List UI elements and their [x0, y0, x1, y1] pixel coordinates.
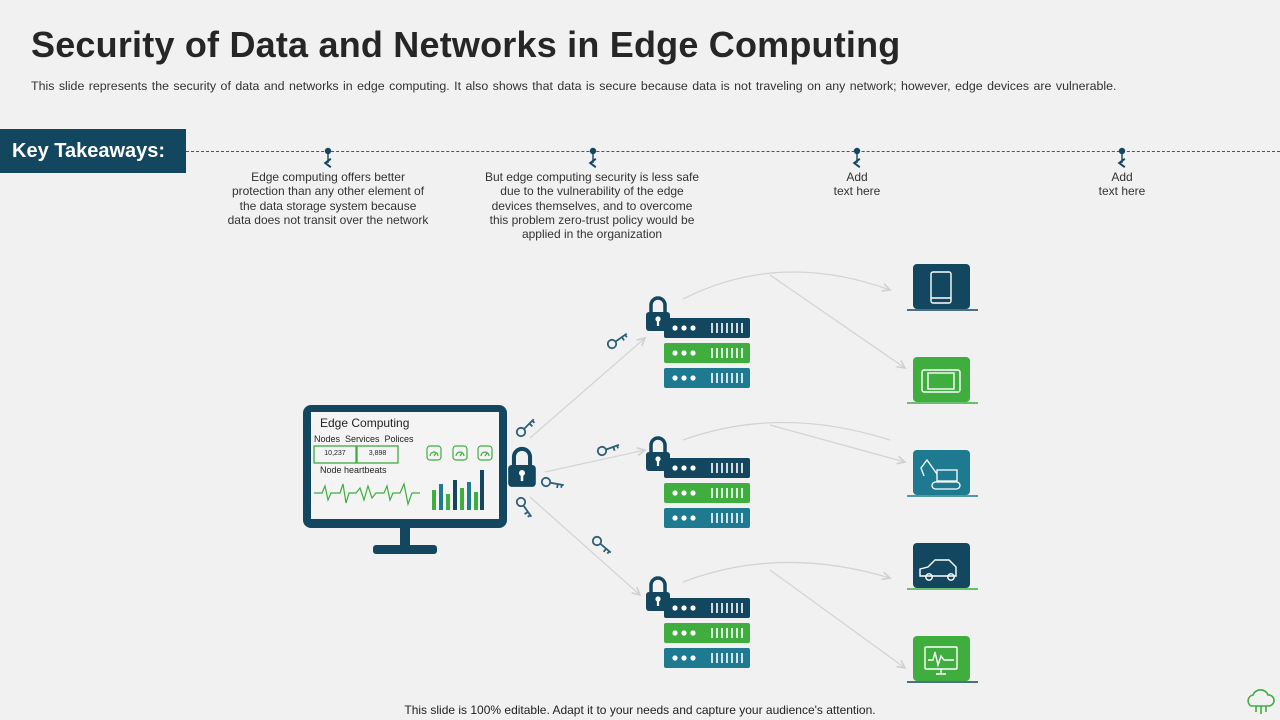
connector-lines — [529, 271, 905, 668]
smartphone-icon — [930, 271, 952, 304]
timeline-dashed-line — [186, 151, 1280, 152]
nodes-stat-value: 10,237 — [324, 450, 346, 457]
server-stack-bottom — [644, 576, 751, 669]
nodes-stat-box — [313, 445, 357, 464]
device-excavator — [907, 450, 978, 497]
services-stat-box — [356, 445, 399, 464]
footer-note: This slide is 100% editable. Adapt it to… — [404, 703, 876, 717]
key-icon — [605, 329, 631, 351]
edge-computing-monitor — [303, 405, 507, 554]
device-car — [907, 543, 978, 590]
key-icon — [590, 534, 615, 557]
car-icon — [919, 559, 957, 581]
timeline-pin-2 — [588, 147, 597, 168]
services-stat-value: 3,898 — [368, 450, 387, 457]
takeaway-note-2: But edge computing security is less safe… — [484, 170, 700, 242]
monitor-icon — [924, 646, 958, 675]
key-takeaways-label: Key Takeaways: — [0, 129, 186, 173]
server-stack-top — [644, 296, 751, 389]
device-smartphone — [907, 264, 978, 311]
monitor-title: Edge Computing — [320, 416, 410, 430]
timeline-pin-4 — [1117, 147, 1126, 168]
timeline-pin-1 — [323, 147, 332, 168]
tablet-icon — [921, 369, 961, 393]
key-icon — [514, 495, 536, 521]
heartbeat-line — [314, 482, 420, 507]
excavator-icon — [920, 458, 961, 490]
heartbeat-label: Node heartbeats — [320, 465, 387, 475]
device-monitor — [907, 636, 978, 683]
timeline-pin-3 — [852, 147, 861, 168]
central-lock-icon — [508, 449, 536, 487]
key-icon — [540, 476, 566, 491]
bar-mini-chart — [432, 470, 484, 510]
page-title: Security of Data and Networks in Edge Co… — [31, 24, 901, 65]
monitor-stats-label: Nodes Services Polices — [314, 434, 414, 444]
page-subtitle: This slide represents the security of da… — [31, 79, 1117, 93]
cloud-logo-icon — [1247, 689, 1275, 714]
key-icon — [595, 439, 622, 458]
gauge-icons — [426, 445, 493, 461]
server-stack-middle — [644, 436, 751, 529]
device-tablet — [907, 357, 978, 404]
